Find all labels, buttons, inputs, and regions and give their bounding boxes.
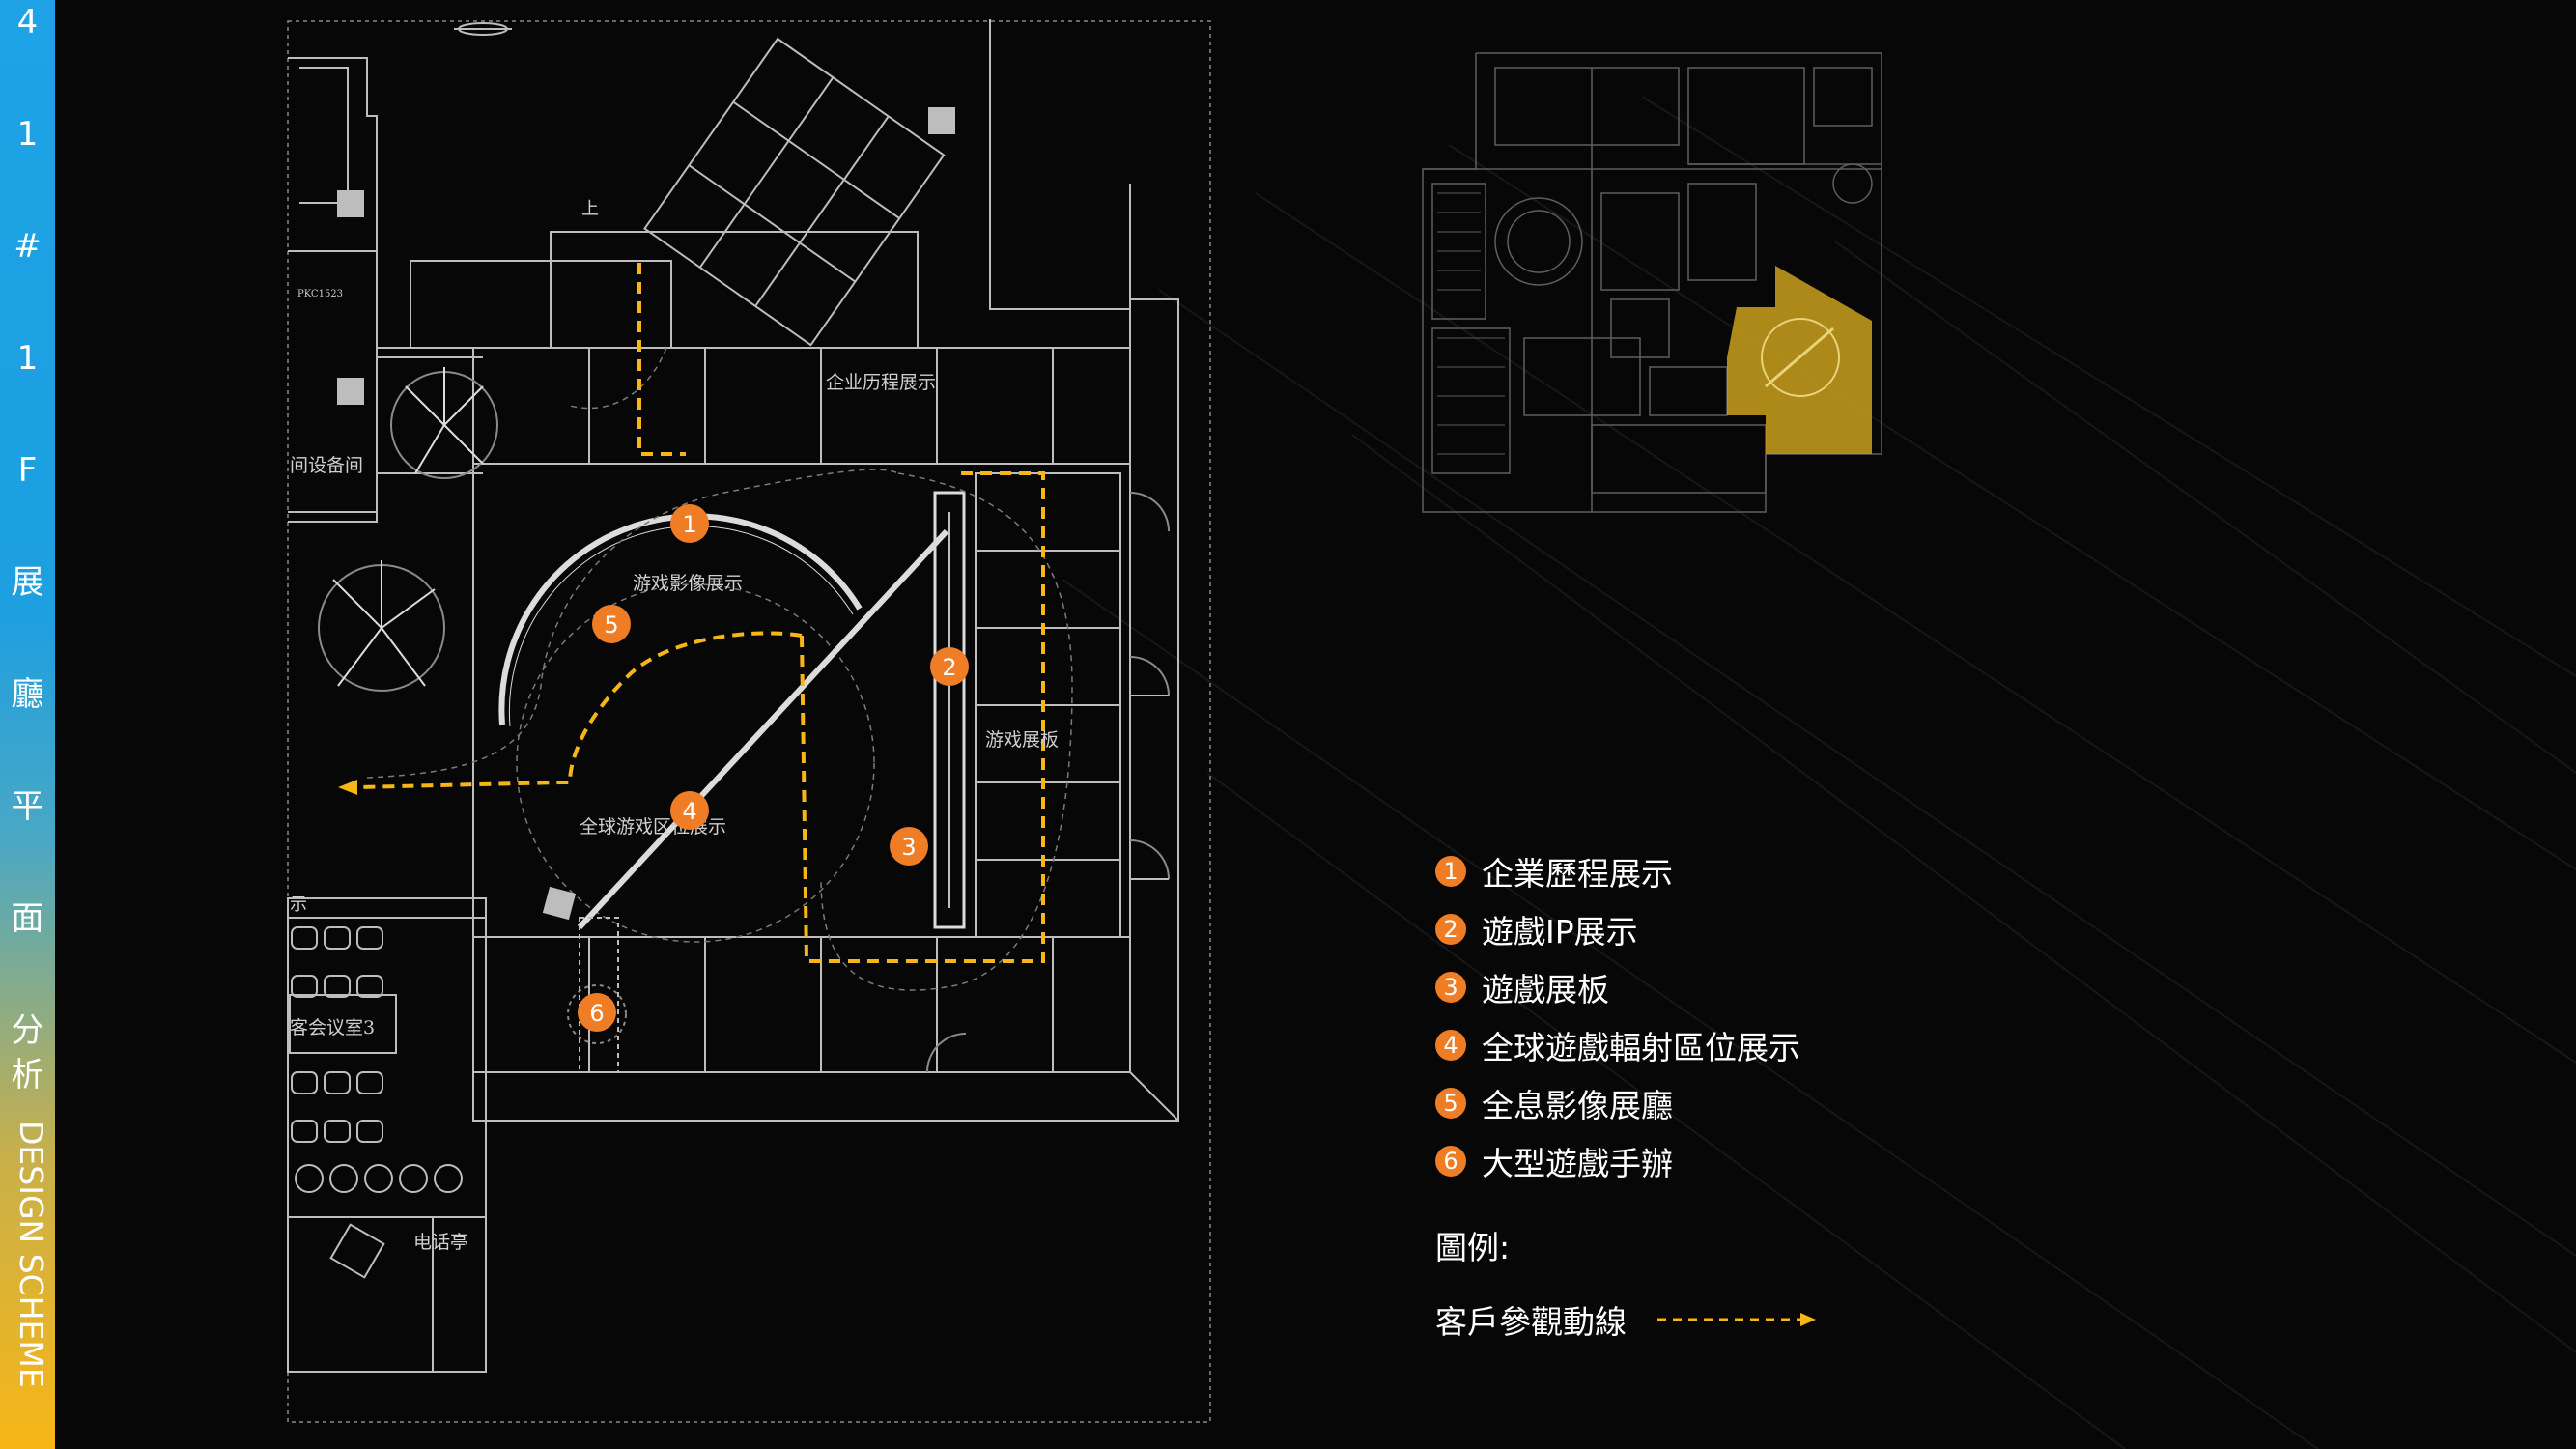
legend-number: 6 — [1435, 1146, 1466, 1177]
sidebar-char: F — [17, 451, 38, 490]
label-display-partial: 示 — [290, 895, 307, 915]
legend-number: 1 — [1435, 856, 1466, 887]
legend-label: 大型遊戲手辦 — [1482, 1145, 1673, 1182]
legend-label: 全球遊戲輻射區位展示 — [1482, 1029, 1800, 1066]
marker-2: 2 — [930, 647, 969, 686]
label-phone-booth: 电话亭 — [413, 1232, 468, 1253]
legend-label: 遊戲IP展示 — [1482, 913, 1638, 951]
label-hologram: 游戏影像展示 — [633, 573, 743, 594]
sidebar-char: 平 — [11, 787, 44, 826]
legend-item: 2 遊戲IP展示 — [1435, 900, 1938, 958]
legend-list: 1 企業歷程展示 2 遊戲IP展示 3 遊戲展板 4 全球遊戲輻射區位展示 5 … — [1435, 842, 1938, 1190]
svg-text:4: 4 — [682, 798, 696, 825]
sidebar-char: 面 — [11, 899, 44, 938]
sidebar-char: 分 — [11, 1011, 44, 1050]
legend-item: 5 全息影像展廳 — [1435, 1074, 1938, 1132]
route-legend: 客戶參觀動線 — [1435, 1296, 1820, 1343]
legend-number: 4 — [1435, 1030, 1466, 1061]
label-equipment-room: 间设备间 — [290, 455, 363, 476]
svg-text:5: 5 — [604, 611, 618, 639]
sidebar-char: # — [14, 227, 42, 266]
legend-label: 全息影像展廳 — [1482, 1087, 1673, 1124]
sidebar-char: 1 — [16, 115, 39, 154]
sidebar-title-bar: 4 1 # 1 F 展 廳 平 面 分 析 DESIGN SCHEME — [0, 0, 55, 1449]
svg-text:2: 2 — [942, 654, 956, 681]
svg-text:3: 3 — [901, 834, 916, 861]
sidebar-char: 4 — [16, 3, 39, 42]
legend-key-title: 圖例: — [1435, 1229, 1511, 1266]
sidebar-char: 展 — [11, 563, 44, 602]
label-up: 上 — [581, 199, 599, 219]
legend-number: 2 — [1435, 914, 1466, 945]
sidebar-char: 析 — [11, 1056, 44, 1094]
label-corporate-history: 企业历程展示 — [826, 372, 936, 393]
route-label: 客戶參觀動線 — [1435, 1303, 1627, 1341]
marker-5: 5 — [592, 605, 631, 643]
marker-1: 1 — [670, 504, 709, 543]
svg-text:1: 1 — [682, 511, 696, 538]
legend-item: 3 遊戲展板 — [1435, 958, 1938, 1016]
sidebar-title-chars: 4 1 # 1 F 展 廳 平 面 分 — [0, 6, 55, 1126]
sidebar-english-title: DESIGN SCHEME — [13, 1121, 50, 1388]
legend-label: 企業歷程展示 — [1482, 855, 1673, 893]
label-game-board: 游戏展板 — [985, 729, 1059, 751]
legend-label: 遊戲展板 — [1482, 971, 1609, 1009]
svg-text:6: 6 — [589, 1000, 604, 1027]
marker-6: 6 — [578, 993, 616, 1032]
floor-plan: 企业历程展示 游戏影像展示 全球游戏区位展示 游戏展板 间设备间 客会议室3 电… — [287, 19, 1211, 1423]
legend-item: 1 企業歷程展示 — [1435, 842, 1938, 900]
sidebar-char: 1 — [16, 339, 39, 378]
dashed-arrow-icon — [1657, 1313, 1816, 1326]
label-pkc: PKC1523 — [297, 289, 343, 299]
legend-item: 4 全球遊戲輻射區位展示 — [1435, 1016, 1938, 1074]
marker-4: 4 — [670, 791, 709, 830]
label-meeting-room: 客会议室3 — [290, 1017, 375, 1038]
legend-item: 6 大型遊戲手辦 — [1435, 1132, 1938, 1190]
sidebar-char: 廳 — [11, 675, 44, 714]
marker-3: 3 — [890, 827, 928, 866]
highlighted-area — [1727, 266, 1872, 454]
key-plan-thumbnail — [1422, 52, 1882, 513]
legend-number: 5 — [1435, 1088, 1466, 1119]
legend-number: 3 — [1435, 972, 1466, 1003]
